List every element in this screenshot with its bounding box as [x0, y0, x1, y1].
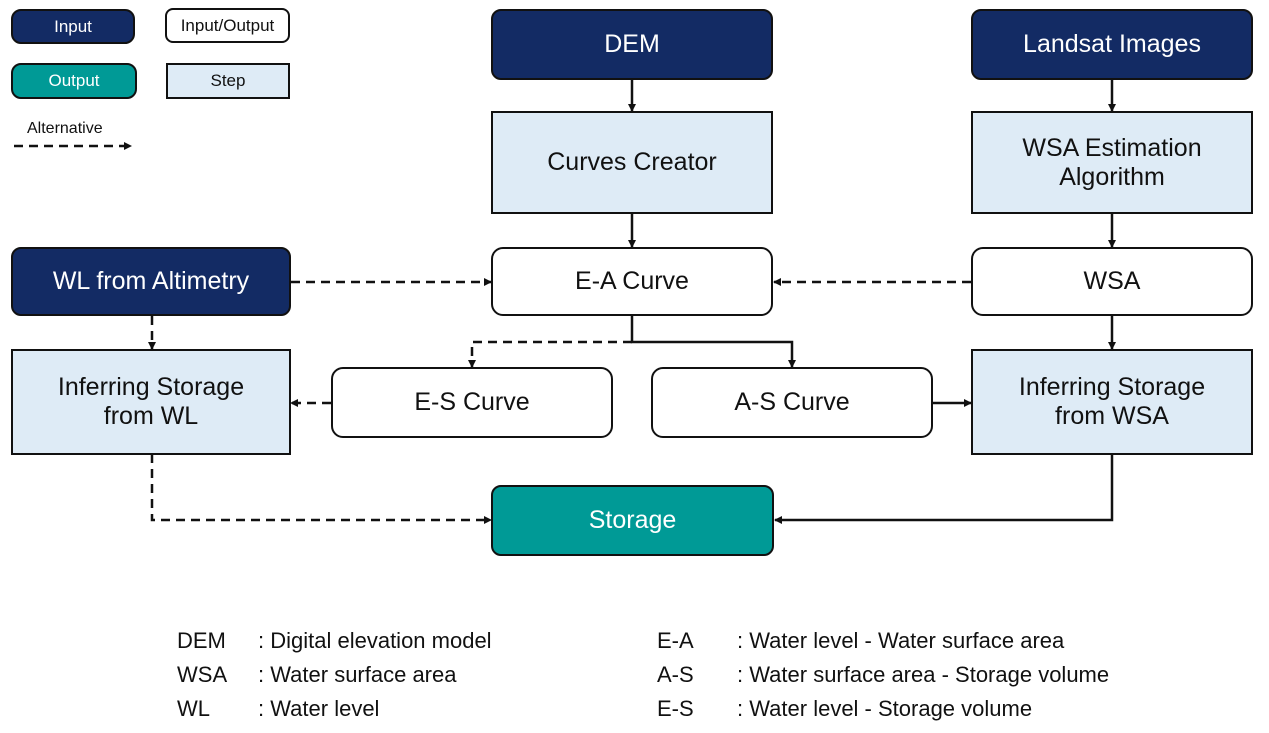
node-infer-wsa-label-line2: from WSA [1055, 402, 1169, 430]
node-inferring-storage-from-wl: Inferring Storage from WL [11, 349, 291, 455]
node-curves-creator: Curves Creator [491, 111, 773, 214]
node-es-curve-label: E-S Curve [414, 388, 530, 417]
node-infer-wl-label-line1: Inferring Storage [57, 373, 245, 402]
abbr-definition: : Water level - Storage volume [737, 696, 1033, 721]
legend-alternative-label: Alternative [27, 120, 103, 137]
abbr-definition: : Water surface area [258, 662, 457, 687]
abbr-term: DEM [177, 628, 226, 653]
node-storage: Storage [491, 485, 774, 556]
arrow-infer-wl-to-storage [150, 454, 492, 524]
arrow-infer-wsa-to-storage [774, 454, 1114, 524]
legend-input-label: Input [54, 16, 92, 36]
abbr-term: WSA [177, 662, 228, 687]
node-as-curve-label: A-S Curve [734, 388, 850, 417]
node-wsa: WSA [971, 247, 1253, 316]
abbr-definition: : Digital elevation model [258, 628, 492, 653]
legend-input-box: Input [11, 9, 135, 44]
node-inferring-storage-from-wsa: Inferring Storage from WSA [971, 349, 1253, 455]
abbr-definition: : Water level [258, 696, 380, 721]
abbr-term: E-A [657, 628, 694, 653]
abbr-term: E-S [657, 696, 694, 721]
node-storage-label: Storage [588, 506, 677, 535]
legend-step-box: Step [166, 63, 290, 99]
node-wsa-estimation-algorithm: WSA Estimation Algorithm [971, 111, 1253, 214]
abbr-term: WL [177, 696, 210, 721]
arrow-ea-to-es [468, 340, 632, 368]
node-ea-curve: E-A Curve [491, 247, 773, 316]
node-wsa-estimation-label-line2: Algorithm [1059, 162, 1165, 191]
node-dem: DEM [491, 9, 773, 80]
abbr-definition: : Water level - Water surface area [737, 628, 1065, 653]
node-wl-from-altimetry-label: WL from Altimetry [52, 267, 250, 296]
abbr-definition: : Water surface area - Storage volume [737, 662, 1110, 687]
legend-output-box: Output [11, 63, 137, 99]
legend-input-output-box: Input/Output [165, 8, 290, 43]
node-curves-creator-label: Curves Creator [547, 148, 717, 177]
legend-input-output-label: Input/Output [180, 15, 275, 35]
node-landsat-images-label: Landsat Images [1023, 30, 1201, 59]
node-wl-from-altimetry: WL from Altimetry [11, 247, 291, 316]
node-landsat-images: Landsat Images [971, 9, 1253, 80]
arrow-ea-to-as [630, 316, 796, 368]
node-infer-wl-label-line2: from WL [103, 402, 199, 430]
node-ea-curve-label: E-A Curve [575, 267, 689, 296]
node-wsa-estimation-label-line1: WSA Estimation [1022, 133, 1202, 162]
node-wsa-label: WSA [1083, 267, 1141, 296]
legend-output-label: Output [48, 71, 100, 91]
node-as-curve: A-S Curve [651, 367, 933, 438]
abbr-term: A-S [657, 662, 694, 687]
node-es-curve: E-S Curve [331, 367, 613, 438]
node-dem-label: DEM [604, 30, 660, 59]
node-infer-wsa-label-line1: Inferring Storage [1018, 373, 1206, 402]
legend-step-label: Step [210, 71, 246, 91]
